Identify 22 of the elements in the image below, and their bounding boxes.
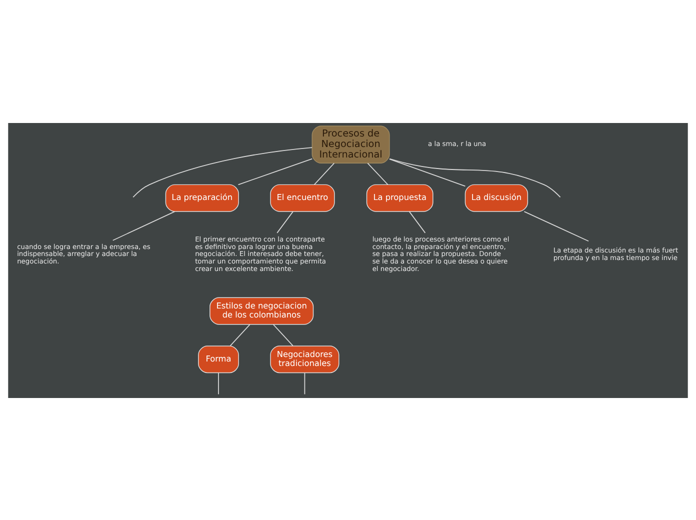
connector: [314, 162, 335, 185]
node-box: Estilos de negociacion de los colombianos: [210, 296, 314, 324]
connector: [276, 210, 294, 233]
node-box: Negociadores tradicionales: [270, 345, 340, 373]
connector: [238, 158, 313, 185]
connector: [230, 324, 250, 346]
connector: [112, 210, 176, 240]
connector: [272, 324, 294, 346]
node-box: La discusión: [464, 184, 528, 212]
connector: [132, 146, 312, 198]
node-box: Forma: [198, 345, 239, 373]
node-box: La propuesta: [366, 184, 434, 212]
connector: [524, 210, 589, 242]
node-box: Procesos de Negociacion Internacional: [312, 125, 390, 163]
connector: [304, 372, 306, 394]
node-box: El encuentro: [270, 184, 335, 212]
connector: [367, 162, 388, 185]
connector: [389, 158, 466, 186]
node-box: La preparación: [165, 184, 239, 212]
connector: [218, 372, 219, 394]
connector: [389, 158, 561, 198]
connector: [408, 210, 426, 233]
